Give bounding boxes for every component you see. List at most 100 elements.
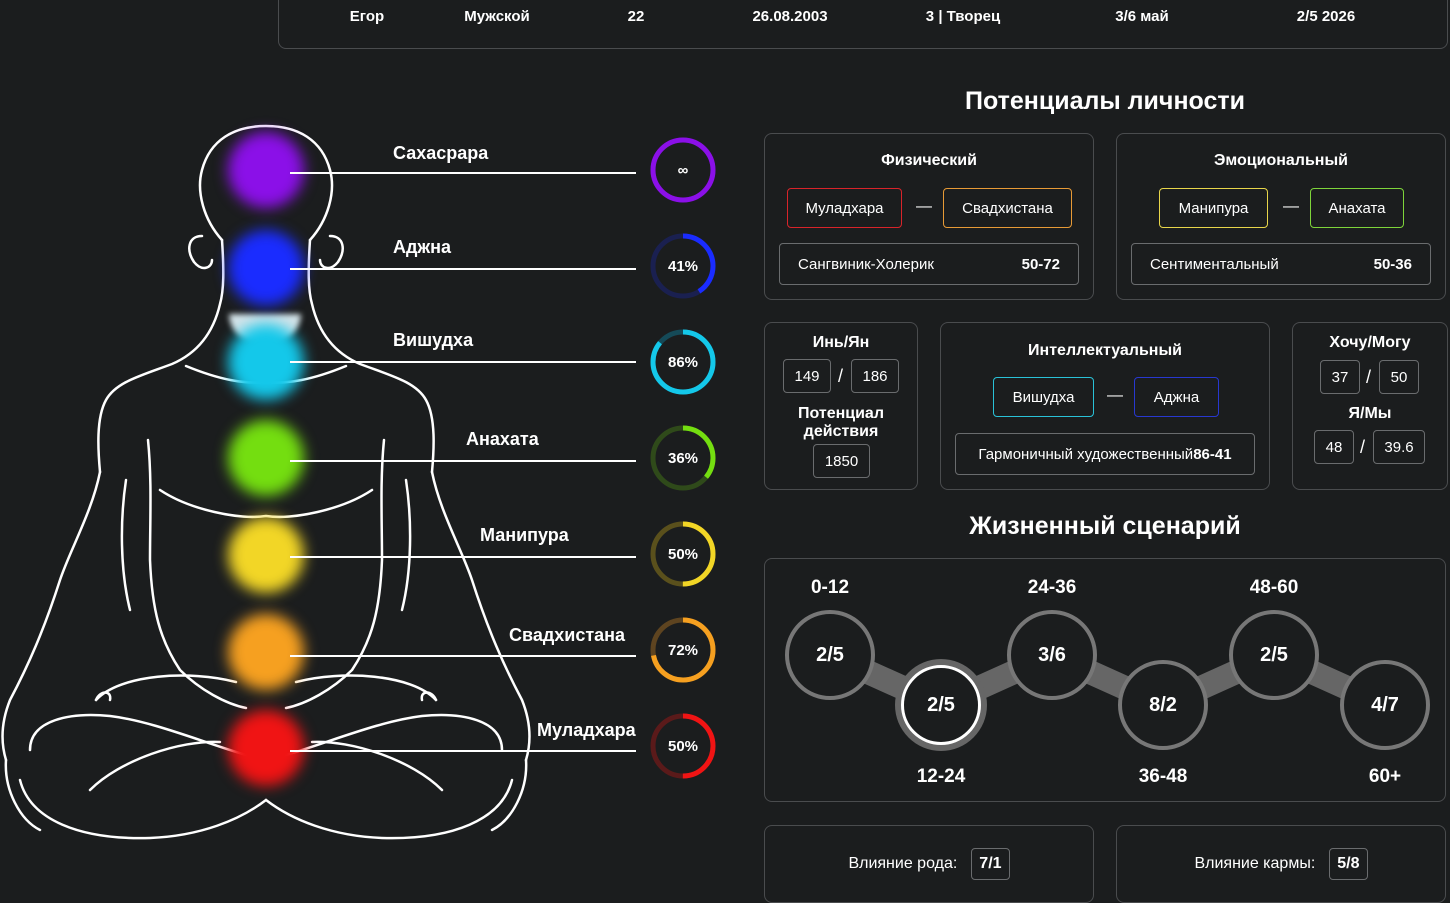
life-node-5: 4/7: [1340, 660, 1430, 750]
ring-value-manipura: 50%: [667, 545, 699, 563]
want-value: 37: [1320, 360, 1360, 394]
action-potential-value: 1850: [813, 444, 870, 478]
karma-influence-card: Влияние кармы: 5/8: [1116, 825, 1446, 903]
intellectual-result-label: Гармоничный художественный: [978, 445, 1194, 463]
potentials-title: Потенциалы личности: [964, 87, 1246, 115]
yin-yang-card: Инь/Ян 149 / 186 Потенциал действия 1850: [764, 322, 918, 490]
physical-card: Физический Муладхара — Свадхистана Сангв…: [764, 133, 1094, 300]
life-node-2: 3/6: [1007, 610, 1097, 700]
ring-sahasrara: [650, 137, 716, 203]
karma-influence-value: 5/8: [1329, 848, 1368, 880]
life-node-0: 2/5: [785, 610, 875, 700]
me-we-slash: /: [1360, 437, 1366, 457]
meditation-figure-illustration: [1, 124, 531, 840]
intellectual-right-pill: Аджна: [1134, 377, 1219, 417]
ring-manipura: [650, 521, 716, 587]
intellectual-result-value: 86-41: [1193, 445, 1232, 463]
family-influence-value: 7/1: [971, 848, 1010, 880]
ring-vishuddha: [650, 329, 716, 395]
chakra-label-muladhara: Муладхара: [537, 720, 636, 740]
ring-value-anahata: 36%: [667, 449, 699, 467]
ring-progress-arc: [650, 425, 716, 491]
ring-value-vishuddha: 86%: [667, 353, 699, 371]
profile-value-1: 3/6 май: [1115, 8, 1169, 25]
life-scenario-card: 0-12 24-36 48-60 12-24 36-48 60+ 2/5 2/5…: [764, 558, 1446, 802]
ring-progress-arc: [650, 617, 716, 683]
physical-left-pill: Муладхара: [787, 188, 902, 228]
profile-birth-date: 26.08.2003: [752, 8, 828, 25]
emotional-title: Эмоциональный: [1214, 152, 1348, 169]
want-can-slash: /: [1366, 367, 1372, 387]
ring-svadhisthana: [650, 617, 716, 683]
profile-header: Егор Мужской 22 26.08.2003 3 | Творец 3/…: [278, 0, 1448, 49]
anahata-glow: [228, 420, 304, 496]
life-age-2: 24-36: [1027, 577, 1077, 598]
emotional-card: Эмоциональный Манипура — Анахата Сентиме…: [1116, 133, 1446, 300]
want-can-title: Хочу/Могу: [1329, 334, 1411, 351]
life-node-3: 8/2: [1118, 660, 1208, 750]
action-potential-title: Потенциал действия: [797, 405, 884, 440]
intellectual-result: Гармоничный художественный 86-41: [955, 433, 1255, 475]
yang-value: 186: [851, 359, 899, 393]
ring-progress-arc: [650, 521, 716, 587]
manipura-glow: [228, 517, 304, 593]
physical-result-value: 50-72: [1021, 255, 1060, 273]
we-value: 39.6: [1373, 430, 1425, 464]
yin-yang-slash: /: [838, 366, 844, 386]
life-age-5: 60+: [1368, 766, 1402, 787]
profile-type: 3 | Творец: [925, 8, 1001, 25]
chakra-label-sahasrara: Сахасрара: [393, 143, 489, 163]
physical-result-label: Сангвиник-Холерик: [798, 255, 934, 273]
emotional-dash: —: [1283, 198, 1299, 215]
chakra-line-sahasrara: [290, 172, 636, 174]
profile-age: 22: [627, 8, 645, 25]
physical-right-pill: Свадхистана: [943, 188, 1072, 228]
intellectual-left-pill: Вишудха: [993, 377, 1094, 417]
me-value: 48: [1314, 430, 1354, 464]
chakra-line-svadhisthana: [290, 655, 636, 657]
ring-value-sahasrara: ∞: [677, 161, 689, 179]
emotional-result-value: 50-36: [1373, 255, 1412, 273]
intellectual-title: Интеллектуальный: [1028, 342, 1182, 359]
want-can-card: Хочу/Могу 37 / 50 Я/Мы 48 / 39.6: [1292, 322, 1448, 490]
family-influence-card: Влияние рода: 7/1: [764, 825, 1094, 903]
me-we-title: Я/Мы: [1348, 405, 1392, 422]
can-value: 50: [1379, 360, 1419, 394]
karma-influence-label: Влияние кармы:: [1194, 855, 1316, 872]
profile-name: Егор: [349, 8, 385, 25]
life-scenario-title: Жизненный сценарий: [969, 512, 1241, 540]
chakra-line-vishuddha: [290, 361, 636, 363]
yin-value: 149: [783, 359, 831, 393]
intellectual-dash: —: [1107, 387, 1123, 404]
ring-progress-arc: [650, 713, 716, 779]
chakra-label-vishuddha: Вишудха: [393, 330, 474, 350]
life-node-1-current: 2/5: [901, 665, 981, 745]
profile-value-2: 2/5 2026: [1296, 8, 1356, 25]
family-influence-label: Влияние рода:: [848, 855, 958, 872]
ring-ajna: [650, 233, 716, 299]
ring-value-muladhara: 50%: [667, 737, 699, 755]
emotional-result: Сентиментальный 50-36: [1131, 243, 1431, 285]
muladhara-glow: [228, 710, 304, 786]
life-age-4: 48-60: [1249, 577, 1299, 598]
life-connector-chain: [818, 643, 1397, 717]
life-age-3: 36-48: [1138, 766, 1188, 787]
ring-muladhara: [650, 713, 716, 779]
yin-yang-title: Инь/Ян: [812, 334, 870, 351]
physical-result: Сангвиник-Холерик 50-72: [779, 243, 1079, 285]
ring-progress-arc: [650, 137, 716, 203]
emotional-result-label: Сентиментальный: [1150, 255, 1279, 273]
svadhisthana-glow: [228, 614, 304, 690]
intellectual-card: Интеллектуальный Вишудха — Аджна Гармони…: [940, 322, 1270, 490]
chakra-line-muladhara: [290, 750, 636, 752]
ring-value-svadhisthana: 72%: [667, 641, 699, 659]
ring-progress-arc: [650, 329, 716, 395]
chakra-label-manipura: Манипура: [480, 525, 569, 545]
life-age-1: 12-24: [916, 766, 966, 787]
life-node-4: 2/5: [1229, 610, 1319, 700]
ring-anahata: [650, 425, 716, 491]
sahasrara-glow: [228, 132, 304, 208]
chakra-line-ajna: [290, 268, 636, 270]
chakra-line-manipura: [290, 556, 636, 558]
profile-gender: Мужской: [464, 8, 530, 25]
